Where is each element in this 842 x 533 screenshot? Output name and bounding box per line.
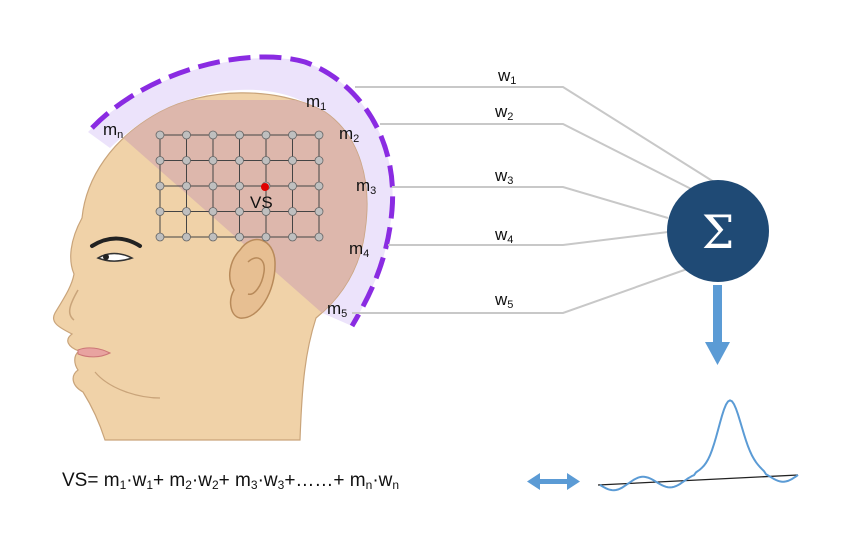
head-profile-illustration (52, 92, 368, 441)
electrode (314, 130, 324, 140)
electrode (314, 181, 324, 191)
sensor-label-mn: mn (103, 120, 123, 141)
electrode (314, 207, 324, 216)
sensor-label-m3: m3 (356, 176, 376, 197)
sensor-label-m2: m2 (339, 124, 359, 145)
equation: VS= m1·w1+ m2·w2+ m3·w3+……+ mn·wn (62, 470, 399, 492)
electrode (182, 130, 191, 140)
electrode (288, 130, 297, 140)
electrode (288, 232, 297, 242)
electrode-grid (155, 130, 324, 242)
electrode (155, 207, 165, 216)
electrode (155, 130, 165, 140)
electrode (182, 181, 191, 191)
signal-waveform (597, 399, 799, 492)
electrode (208, 232, 218, 242)
virtual-sensor-dot (261, 183, 269, 191)
sum-node (667, 180, 769, 282)
electrode (182, 207, 191, 216)
electrode (208, 130, 218, 140)
electrode (261, 232, 271, 242)
electrode (208, 156, 218, 165)
electrode (208, 181, 218, 191)
electrode (182, 232, 191, 242)
electrode (288, 156, 297, 165)
electrode (261, 156, 271, 165)
helmet-dashed-edge (90, 54, 396, 328)
connector-lines (352, 86, 723, 314)
electrode (314, 156, 324, 165)
sum-symbol: Σ (702, 205, 735, 259)
electrode (182, 156, 191, 165)
weight-label-w5: w5 (494, 290, 513, 311)
sensor-label-m4: m4 (349, 239, 369, 260)
electrode (261, 207, 271, 216)
weight-label-w1: w1 (497, 66, 516, 87)
electrode (235, 181, 244, 191)
weight-label-w2: w2 (494, 102, 513, 123)
virtual-sensor-label: VS (250, 193, 273, 212)
electrode (288, 181, 297, 191)
electrode (155, 156, 165, 165)
electrode (235, 232, 244, 242)
electrode (261, 130, 271, 140)
electrode (288, 207, 297, 216)
electrode (314, 232, 324, 242)
electrode (235, 130, 244, 140)
down-arrow (705, 285, 730, 365)
weight-label-w3: w3 (494, 166, 513, 187)
electrode (235, 207, 244, 216)
helmet-cap (88, 57, 393, 326)
sensor-label-m5: m5 (327, 299, 347, 320)
electrode (235, 156, 244, 165)
electrode (155, 181, 165, 191)
electrode (208, 207, 218, 216)
weight-label-w4: w4 (494, 225, 513, 246)
double-arrow (527, 473, 580, 490)
sensor-label-m1: m1 (306, 92, 326, 113)
electrode (155, 232, 165, 242)
